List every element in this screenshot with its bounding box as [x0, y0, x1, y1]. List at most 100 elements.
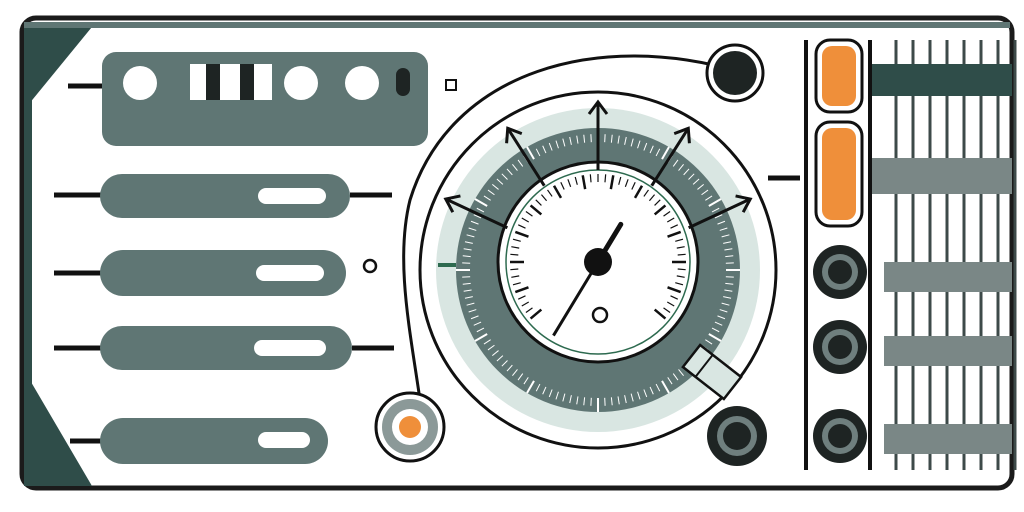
gauge-tick: [462, 255, 471, 258]
gauge-tick: [701, 189, 709, 196]
gauge-tick: [643, 142, 648, 151]
gauge-needle-hub: [584, 248, 612, 276]
horizontal-bar-2: [872, 158, 1012, 194]
slider-window: [258, 432, 310, 448]
gauge-tick: [661, 146, 670, 160]
gauge-tick: [474, 198, 488, 207]
gauge-tick: [501, 173, 508, 180]
gauge-tick: [637, 140, 641, 149]
indicator-pill: [396, 68, 410, 96]
gauge-arrow: [505, 126, 546, 187]
gauge-tick: [464, 296, 473, 299]
orange-indicator-2: [814, 120, 864, 228]
switch-window: [190, 64, 272, 100]
small-square-marker: [445, 79, 457, 91]
gauge-face-tick: [529, 308, 543, 320]
gauge-screw: [591, 306, 609, 324]
gauge-tick: [649, 145, 654, 154]
gauge-tick: [610, 397, 613, 406]
pressure-gauge: [418, 90, 800, 450]
gauge-tick: [462, 282, 471, 285]
gauge-face-tick: [510, 253, 519, 256]
gauge-face-tick: [677, 268, 686, 271]
indicator-light-1: [123, 66, 157, 100]
top-edge-strip: [24, 22, 1010, 28]
small-ring-marker: [362, 258, 378, 274]
gauge-face-tick: [567, 179, 572, 188]
gauge-tick: [548, 389, 553, 398]
gauge-face-tick: [677, 253, 686, 256]
gauge-tick: [688, 173, 695, 180]
gauge-face-tick: [547, 189, 553, 197]
gauge-tick: [711, 207, 720, 213]
gauge-tick: [583, 134, 586, 143]
gauge-face-tick: [581, 175, 587, 190]
round-knob-2: [813, 320, 867, 374]
gauge-face-tick: [525, 307, 533, 313]
gauge-tick: [576, 396, 579, 405]
gauge-face-tick: [510, 268, 519, 271]
gauge-face-tick: [589, 174, 592, 183]
gauge-face-tick: [653, 308, 667, 320]
gauge-tick: [683, 168, 690, 176]
gauge-tick: [483, 339, 491, 345]
gauge-tick: [617, 135, 620, 144]
slider-row-4: [70, 418, 328, 464]
gauge-tick: [562, 138, 566, 147]
top-indicator-module: [68, 52, 457, 146]
gauge-tick: [624, 395, 627, 404]
gauge-tick: [725, 282, 734, 285]
gauge-tick: [697, 184, 705, 190]
gauge-needle-tail: [552, 261, 600, 337]
gauge-tick: [724, 248, 733, 251]
gauge-tick: [526, 146, 535, 160]
gauge-tick: [496, 178, 504, 185]
gauge-tick: [569, 395, 572, 404]
gauge-tick: [523, 377, 529, 385]
gauge-tick: [496, 355, 504, 362]
gauge-tick: [506, 364, 513, 372]
slider-window: [258, 188, 326, 204]
gauge-tick: [542, 145, 547, 154]
left-edge-strip: [24, 22, 32, 486]
gauge-tick: [719, 309, 728, 313]
gauge-tick: [692, 178, 700, 185]
gauge-tick: [717, 220, 726, 225]
gauge-tick: [714, 321, 723, 326]
gauge-face-tick: [512, 282, 521, 286]
gauge-face-tick: [609, 175, 615, 190]
gauge-face-tick: [540, 194, 548, 202]
gauge-face-tick: [654, 199, 661, 206]
gauge-arrow: [650, 126, 691, 187]
gauge-tick: [470, 315, 479, 320]
gauge-tick: [569, 136, 572, 145]
gauge-tick: [724, 289, 733, 292]
gauge-tick: [562, 393, 566, 402]
gauge-tick: [491, 184, 499, 190]
gauge-tick: [719, 227, 728, 231]
gauge-face-tick: [512, 238, 521, 242]
gauge-tick: [723, 241, 732, 244]
slider-window: [254, 340, 326, 356]
gauge-tick: [501, 360, 508, 367]
gauge-tick: [711, 327, 720, 333]
bottom-dark-knob: [707, 406, 767, 466]
slider-rows: [54, 174, 394, 464]
gauge-connector: [681, 343, 743, 401]
gauge-face-tick: [663, 307, 671, 313]
gauge-tick: [672, 159, 679, 167]
gauge-face-tick: [666, 301, 675, 307]
gauge-tick: [506, 168, 513, 176]
gauge-face-tick: [624, 179, 629, 188]
gauge-tick: [637, 391, 641, 400]
gauge-tick: [725, 255, 734, 258]
gauge-face-tick: [633, 185, 644, 199]
gauge-face-tick: [631, 181, 636, 190]
gauge-face-tick: [663, 211, 671, 217]
orange-indicator-1: [814, 38, 864, 114]
vertical-rails: [894, 40, 1017, 470]
gauge-tick: [476, 207, 485, 213]
gauge-tick: [470, 220, 479, 225]
slider-row-3: [54, 326, 394, 370]
